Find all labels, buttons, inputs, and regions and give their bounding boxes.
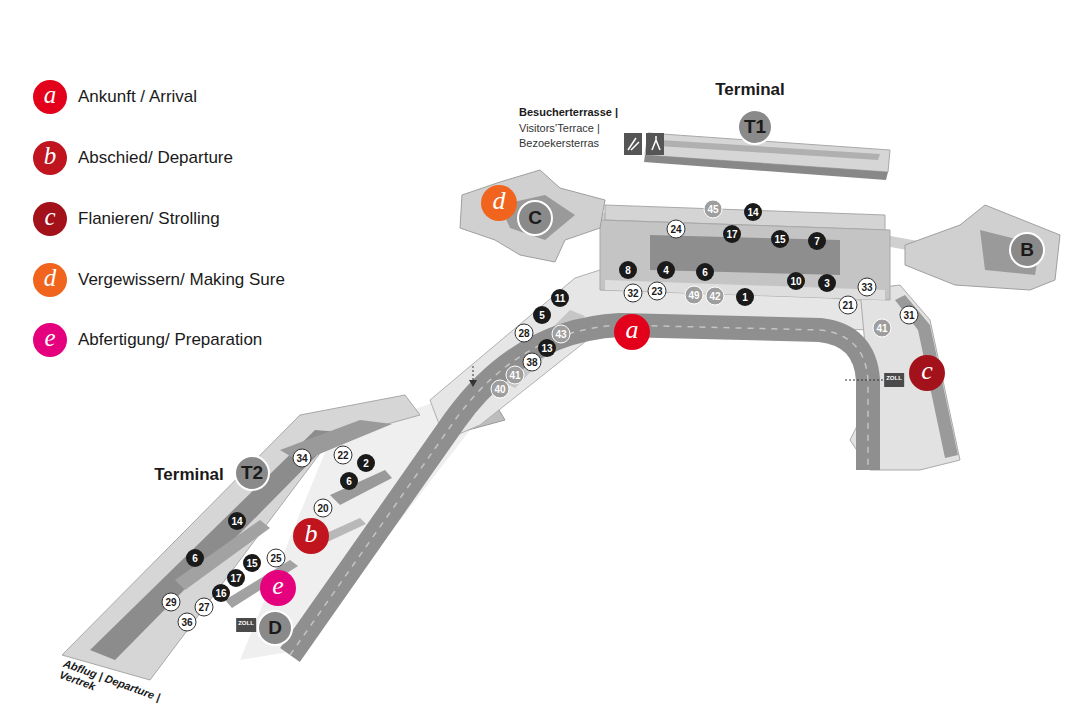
legend-letter: c <box>33 202 67 236</box>
terminal-marker: B <box>1009 232 1045 268</box>
callout-number: 6 <box>340 472 358 490</box>
callout-number: 22 <box>334 446 353 465</box>
callout-number: 17 <box>723 225 741 243</box>
callout-number: 10 <box>787 272 805 290</box>
callout-number: 1 <box>736 288 754 306</box>
terminal-marker: D <box>257 610 293 646</box>
terminal-heading: Terminal <box>715 80 785 100</box>
area-marker: c <box>909 355 945 391</box>
legend-text: Abschied/ Departure <box>78 148 233 168</box>
callout-number: 13 <box>538 339 556 357</box>
callout-number: 17 <box>227 569 245 587</box>
callout-number: 24 <box>667 220 686 239</box>
legend-text: Flanieren/ Strolling <box>78 209 220 229</box>
callout-number: 41 <box>506 366 525 385</box>
area-marker: d <box>481 185 517 221</box>
callout-number: 25 <box>267 549 286 568</box>
callout-number: 6 <box>186 549 204 567</box>
legend-letter: e <box>33 323 67 357</box>
area-marker: a <box>614 314 650 350</box>
callout-number: 7 <box>808 232 826 250</box>
callout-number: 16 <box>212 584 230 602</box>
terminal-heading: Terminal <box>154 465 224 485</box>
callout-number: 29 <box>162 593 181 612</box>
callout-number: 20 <box>314 499 333 518</box>
callout-number: 45 <box>704 200 723 219</box>
callout-number: 14 <box>228 512 246 530</box>
legend-letter: b <box>33 141 67 175</box>
customs-icon: ZOLL <box>236 618 256 632</box>
callout-number: 33 <box>858 278 877 297</box>
legend-text: Abfertigung/ Preparation <box>78 330 262 350</box>
callout-number: 23 <box>648 282 667 301</box>
legend-letter: a <box>33 80 67 114</box>
terrace-label: Bezoekersterras <box>519 137 599 149</box>
callout-number: 41 <box>873 319 892 338</box>
callout-number: 32 <box>624 284 643 303</box>
callout-number: 21 <box>839 296 858 315</box>
callout-number: 15 <box>243 554 261 572</box>
callout-number: 40 <box>491 380 510 399</box>
legend-text: Vergewissern/ Making Sure <box>78 270 285 290</box>
callout-number: 6 <box>696 263 714 281</box>
callout-number: 28 <box>515 324 534 343</box>
terminal-marker: C <box>517 200 553 236</box>
customs-icon: ZOLL <box>884 373 904 387</box>
callout-number: 5 <box>533 306 551 324</box>
callout-number: 15 <box>771 230 789 248</box>
callout-number: 4 <box>657 261 675 279</box>
terminal-marker: T2 <box>234 455 270 491</box>
area-marker: e <box>260 570 296 606</box>
callout-number: 38 <box>523 353 542 372</box>
callout-number: 42 <box>706 287 725 306</box>
callout-number: 27 <box>195 598 214 617</box>
callout-number: 2 <box>357 454 375 472</box>
callout-number: 14 <box>744 203 762 221</box>
callout-number: 31 <box>900 306 919 325</box>
callout-number: 49 <box>685 286 704 305</box>
callout-number: 43 <box>552 325 571 344</box>
legend-letter: d <box>33 263 67 297</box>
callout-number: 8 <box>619 261 637 279</box>
legend-text: Ankunft / Arrival <box>78 87 197 107</box>
terrace-label: Visitors’Terrace | <box>519 122 600 134</box>
terminal-marker: T1 <box>737 109 773 145</box>
callout-number: 3 <box>818 274 836 292</box>
area-marker: b <box>293 518 329 554</box>
callout-number: 11 <box>551 289 569 307</box>
callout-number: 34 <box>293 449 312 468</box>
terrace-label: Besucherterrasse | <box>519 106 618 118</box>
callout-number: 36 <box>178 613 197 632</box>
